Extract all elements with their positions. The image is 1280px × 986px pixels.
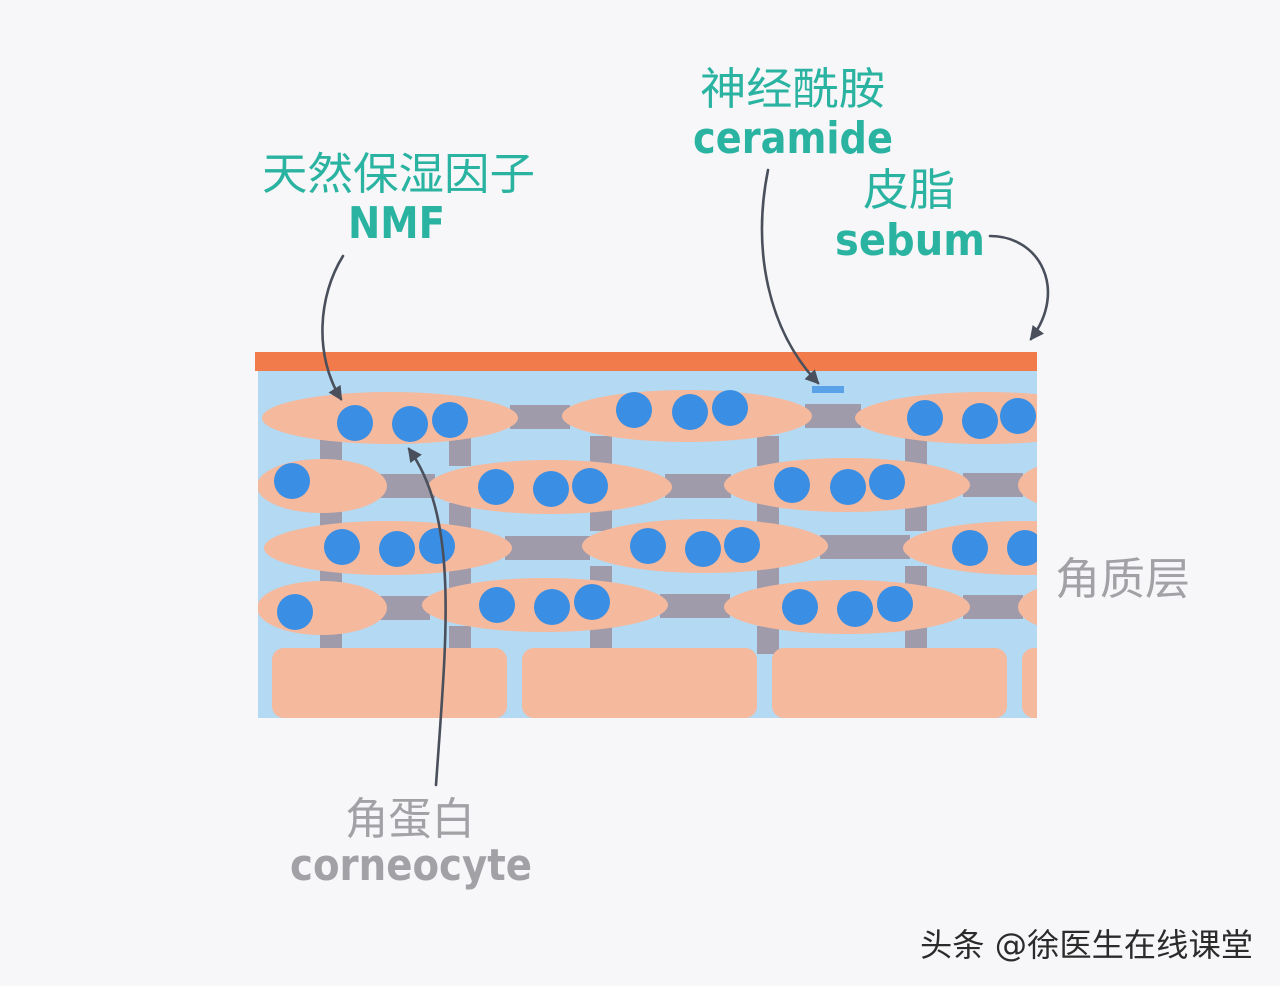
- nmf-dot: [479, 587, 515, 623]
- nmf-dot: [672, 394, 708, 430]
- nmf-label-cn: 天然保湿因子: [262, 149, 535, 200]
- nmf-dot: [830, 469, 866, 505]
- sebum-arrow: [988, 234, 1050, 341]
- corneocyte-cell: [1018, 588, 1037, 626]
- nmf-dot: [432, 402, 468, 438]
- ceramide-marker: [812, 386, 844, 393]
- lipid-bar: [380, 596, 430, 620]
- nmf-dot: [907, 400, 943, 436]
- lipid-bar: [963, 595, 1023, 619]
- nmf-dot: [277, 594, 313, 630]
- nmf-dot: [952, 530, 988, 566]
- nmf-dot: [869, 464, 905, 500]
- ceramide-arrow: [760, 168, 820, 385]
- nmf-label-en: NMF: [348, 198, 445, 249]
- lipid-bar: [449, 503, 471, 531]
- corneocyte-arrow: [407, 447, 447, 787]
- corneocyte-cell: [262, 392, 518, 444]
- nmf-dot: [274, 463, 310, 499]
- lower-cell: [1022, 648, 1037, 718]
- lipid-bar: [805, 404, 861, 428]
- nmf-dot: [877, 586, 913, 622]
- nmf-dot: [782, 589, 818, 625]
- lower-cell: [772, 648, 1007, 718]
- ceramide-label-cn: 神经酰胺: [700, 64, 885, 115]
- nmf-dot: [574, 584, 610, 620]
- lipid-bar: [449, 626, 471, 654]
- nmf-dot: [685, 531, 721, 567]
- nmf-dot: [616, 392, 652, 428]
- lipid-bar: [590, 626, 612, 654]
- nmf-dot: [712, 390, 748, 426]
- nmf-dot: [324, 529, 360, 565]
- nmf-dot: [478, 469, 514, 505]
- nmf-dot: [572, 468, 608, 504]
- nmf-dot: [337, 405, 373, 441]
- lipid-bar: [510, 405, 570, 429]
- nmf-dot: [1000, 398, 1036, 434]
- lipid-bar: [505, 536, 590, 560]
- lipid-bar: [449, 436, 471, 466]
- nmf-dot: [419, 528, 455, 564]
- nmf-dot: [774, 467, 810, 503]
- lipid-bar: [380, 474, 435, 498]
- nmf-arrow: [321, 254, 345, 401]
- watermark-text: 头条 @徐医生在线课堂: [920, 926, 1253, 964]
- lower-cell: [272, 648, 507, 718]
- lipid-bar: [905, 503, 927, 531]
- lipid-bar: [905, 626, 927, 654]
- lipid-bar: [660, 594, 730, 618]
- lipid-bar: [963, 473, 1023, 497]
- lipid-bar: [757, 436, 779, 466]
- lower-cell: [522, 648, 757, 718]
- nmf-dots: [274, 390, 1037, 630]
- lipid-bar: [757, 626, 779, 654]
- nmf-dot: [630, 528, 666, 564]
- lipid-bar: [665, 474, 731, 498]
- nmf-dot: [724, 527, 760, 563]
- nmf-dot: [837, 591, 873, 627]
- nmf-dot: [392, 406, 428, 442]
- nmf-dot: [1007, 530, 1037, 566]
- stratum-corneum-label: 角质层: [1055, 554, 1190, 605]
- nmf-dot: [379, 531, 415, 567]
- corneocyte-label-en: corneocyte: [290, 840, 532, 891]
- lipid-bar: [320, 436, 342, 466]
- corneocyte-cell: [1018, 466, 1037, 504]
- nmf-dot: [533, 471, 569, 507]
- sebum-label-cn: 皮脂: [863, 165, 955, 216]
- lipid-bar: [820, 535, 910, 559]
- ceramide-label-en: ceramide: [693, 113, 893, 164]
- corneocyte-label-cn: 角蛋白: [345, 794, 475, 845]
- lipid-bar: [905, 436, 927, 466]
- corneocyte-cell: [258, 581, 387, 635]
- lipid-bar: [590, 436, 612, 466]
- stratum-corneum-block: [258, 370, 1037, 718]
- lower-cell-row: [272, 648, 1037, 718]
- sebum-label-en: sebum: [835, 215, 985, 266]
- sebum-layer: [255, 352, 1037, 371]
- nmf-dot: [534, 589, 570, 625]
- nmf-dot: [962, 403, 998, 439]
